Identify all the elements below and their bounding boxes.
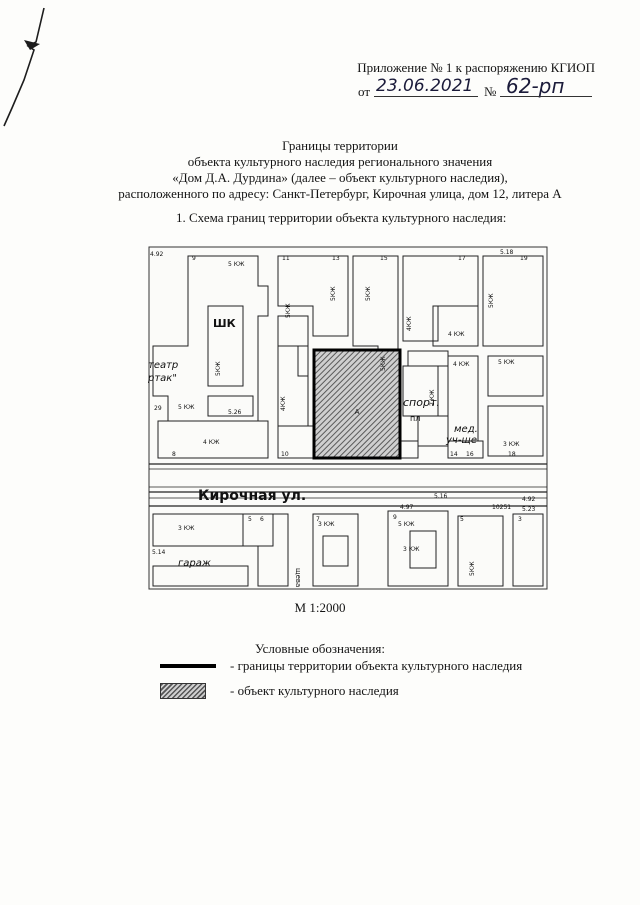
elevation-mark: 4.97	[400, 504, 414, 511]
territory-map: А Кирочная ул.	[148, 246, 548, 590]
svg-text:3: 3	[518, 516, 522, 523]
svg-text:16: 16	[466, 451, 474, 458]
svg-text:10: 10	[281, 451, 289, 458]
street-name: Кирочная ул.	[198, 488, 306, 504]
floors-label-vertical: 5КЖ	[380, 356, 387, 371]
street-band	[149, 463, 547, 507]
label-shk: ШК	[213, 317, 236, 330]
document-title: Границы территории объекта культурного н…	[80, 138, 600, 202]
label-garazh: гараж	[178, 558, 211, 569]
label-uchshe: уч-ще	[445, 435, 477, 446]
number-prefix: №	[484, 84, 497, 99]
label-med: мед.	[454, 424, 478, 435]
floors-label: 4 КЖ	[453, 361, 470, 368]
floors-label-vertical: 5КЖ	[488, 293, 495, 308]
title-line-1: Границы территории	[282, 138, 398, 153]
svg-text:18: 18	[508, 451, 516, 458]
heritage-object	[312, 348, 402, 460]
floors-label: 5 КЖ	[178, 404, 195, 411]
legend-item-label: - объект культурного наследия	[230, 683, 399, 698]
label-teatr: театр	[148, 360, 178, 371]
title-line-3: «Дом Д.А. Дурдина» (далее – объект культ…	[172, 170, 508, 185]
svg-text:5: 5	[248, 516, 252, 523]
label-sport: спорт.	[403, 396, 440, 409]
svg-text:7: 7	[316, 516, 320, 523]
svg-text:6: 6	[260, 516, 264, 523]
floors-label: 3 КЖ	[503, 441, 520, 448]
svg-text:29: 29	[154, 405, 162, 412]
appendix-header: Приложение № 1 к распоряжению КГИОП	[357, 60, 595, 75]
floors-label-vertical: 5КЖ	[469, 561, 476, 576]
map-drawing: А Кирочная ул.	[148, 246, 548, 590]
svg-text:9: 9	[192, 255, 196, 262]
floors-label: 3 КЖ	[318, 521, 335, 528]
floors-label-vertical: 5КЖ	[365, 286, 372, 301]
legend-item-label: - границы территории объекта культурного…	[230, 658, 523, 673]
label-rtak: ртак"	[148, 373, 177, 384]
title-line-4: расположенного по адресу: Санкт-Петербур…	[118, 186, 562, 201]
floors-label: 3 КЖ	[403, 546, 420, 553]
floors-label: 4 КЖ	[448, 331, 465, 338]
south-blocks	[152, 510, 544, 587]
date-underline	[374, 96, 478, 97]
label-shcheva: щева	[294, 568, 302, 587]
floors-label: 4 КЖ	[203, 439, 220, 446]
svg-text:13: 13	[332, 255, 340, 262]
floors-label-vertical: 2 КЖ	[429, 389, 436, 406]
legend-item-object: - объект культурного наследия	[160, 683, 399, 699]
object-letter: А	[355, 408, 360, 416]
floors-label: 5 КЖ	[498, 359, 515, 366]
elevation-mark: 4.92	[150, 251, 164, 258]
title-line-2: объекта культурного наследия регионально…	[187, 154, 493, 169]
hatch-fill-symbol	[160, 683, 222, 699]
svg-text:11: 11	[282, 255, 290, 262]
elevation-mark: 5.18	[500, 249, 514, 256]
boundary-line-symbol	[160, 659, 222, 673]
floors-label-vertical: 4КЖ	[406, 316, 413, 331]
floors-label-vertical: 5КЖ	[285, 303, 292, 318]
floors-label-vertical: 4КЖ	[280, 396, 287, 411]
floors-label-vertical: 5КЖ	[330, 286, 337, 301]
floors-label-vertical: 5КЖ	[215, 361, 222, 376]
date-prefix: от	[358, 84, 371, 99]
svg-text:17: 17	[458, 255, 466, 262]
svg-text:8: 8	[172, 451, 176, 458]
order-number: 62-рп	[506, 74, 565, 98]
elevation-mark: 5.14	[152, 549, 166, 556]
legend-title: Условные обозначения:	[254, 641, 386, 656]
order-date: 23.06.2021	[376, 76, 474, 96]
building-numbers: 9 11 13 15 17 19 29 8 10 14 16 18 5 7 9 …	[154, 255, 528, 523]
map-scale: М 1:2000	[294, 600, 346, 615]
pen-stroke-mark	[3, 7, 45, 127]
elevation-mark: 4.92	[522, 496, 536, 503]
elevation-mark: 5.16	[434, 493, 448, 500]
elevation-mark: 5.26	[228, 409, 242, 416]
floors-label: 3 КЖ	[178, 525, 195, 532]
svg-text:9: 9	[393, 514, 397, 521]
label-pl: пл	[410, 414, 420, 423]
number-underline	[500, 96, 592, 97]
svg-text:19: 19	[520, 255, 528, 262]
section-heading: 1. Схема границ территории объекта культ…	[176, 210, 507, 225]
floors-label: 5 КЖ	[398, 521, 415, 528]
elevation-mark: 10251	[492, 504, 511, 511]
svg-text:5: 5	[460, 516, 464, 523]
svg-text:15: 15	[380, 255, 388, 262]
elevation-mark: 5.23	[522, 506, 536, 513]
floors-label: 5 КЖ	[228, 261, 245, 268]
legend-item-boundary: - границы территории объекта культурного…	[160, 658, 522, 674]
svg-text:14: 14	[450, 451, 458, 458]
order-date-number: от 23.06.2021 № 62-рп	[358, 74, 598, 102]
